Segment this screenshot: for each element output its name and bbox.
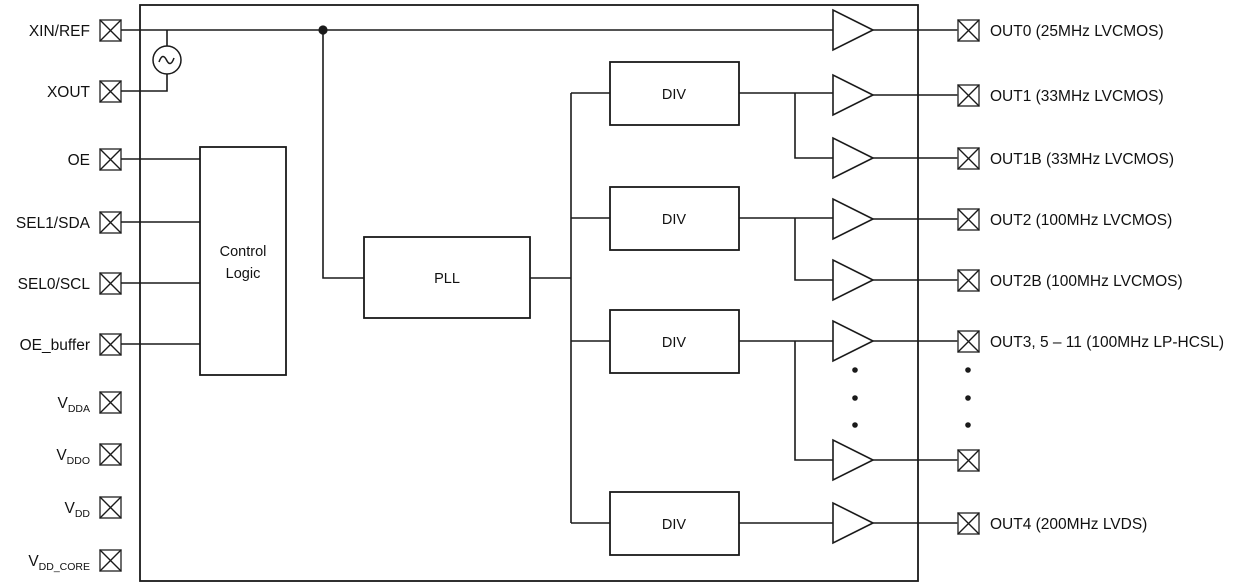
input-label-oe-buffer: OE_buffer [20,337,90,354]
input-pins [99,19,122,572]
wire-div3-branch [794,341,833,461]
input-pin-vdd[interactable] [99,496,122,519]
divider-block-2: DIV [609,186,740,251]
divider-label-1: DIV [662,87,687,103]
pll-output-bus [530,92,610,524]
output-pin-out3[interactable] [957,330,980,353]
input-pin-sel1-sda[interactable] [99,211,122,234]
output-pin-labels: OUT0 (25MHz LVCMOS) OUT1 (33MHz LVCMOS) … [990,23,1224,533]
buffer-out2b [832,258,875,302]
input-label-sel0-scl: SEL0/SCL [18,276,91,293]
output-label-out3: OUT3, 5 – 11 (100MHz LP-HCSL) [990,334,1224,351]
wire-xout [121,74,168,92]
buffer-out3 [832,319,875,363]
control-logic-label-line2: Logic [226,266,261,282]
pll-label: PLL [434,271,460,287]
buffer-out1 [832,73,875,117]
buffer-out11 [832,438,875,482]
divider-block-4: DIV [609,491,740,556]
input-pin-oe[interactable] [99,148,122,171]
input-pin-vdda[interactable] [99,391,122,414]
pll-block: PLL [363,236,531,319]
divider-block-1: DIV [609,61,740,126]
output-pin-out1[interactable] [957,84,980,107]
output-pin-out1b[interactable] [957,147,980,170]
control-logic-label-line1: Control [220,244,267,260]
wire-div1-branch [794,93,833,159]
buffer-ellipsis [852,367,858,428]
output-pin-out0[interactable] [957,19,980,42]
divider-block-3: DIV [609,309,740,374]
input-label-vddo: VDDO [56,447,90,467]
output-wires [873,29,960,524]
buffer-out2 [832,197,875,241]
chip-boundary [139,4,919,582]
input-wires [121,29,833,345]
output-pin-out2[interactable] [957,208,980,231]
output-pin-ellipsis [965,367,971,428]
divider-blocks: DIV DIV DIV DIV [609,61,740,556]
output-buffers [832,8,875,545]
divider-label-3: DIV [662,335,687,351]
buffer-out1b [832,136,875,180]
input-pin-sel0-scl[interactable] [99,272,122,295]
divider-label-2: DIV [662,212,687,228]
input-label-sel1-sda: SEL1/SDA [16,215,91,232]
input-label-xin-ref: XIN/REF [29,23,90,40]
control-logic-block: Control Logic [199,146,287,376]
input-pin-oe-buffer[interactable] [99,333,122,356]
output-pin-out11[interactable] [957,449,980,472]
output-label-out1b: OUT1B (33MHz LVCMOS) [990,151,1174,168]
output-label-out4: OUT4 (200MHz LVDS) [990,516,1147,533]
output-label-out0: OUT0 (25MHz LVCMOS) [990,23,1164,40]
input-pin-vddo[interactable] [99,443,122,466]
crystal-oscillator [152,45,182,75]
input-label-vdd-core: VDD_CORE [28,553,90,573]
input-label-vdd: VDD [64,500,90,520]
output-pins [957,19,980,535]
input-pin-vdd-core[interactable] [99,549,122,572]
input-pin-labels: XIN/REF XOUT OE SEL1/SDA SEL0/SCL OE_buf… [16,23,91,573]
output-label-out2: OUT2 (100MHz LVCMOS) [990,212,1172,229]
buffer-out0 [832,8,875,52]
output-label-out1: OUT1 (33MHz LVCMOS) [990,88,1164,105]
input-label-vdda: VDDA [57,395,90,415]
output-pin-out2b[interactable] [957,269,980,292]
wire-div2-branch [794,218,833,281]
output-label-out2b: OUT2B (100MHz LVCMOS) [990,273,1183,290]
input-label-oe: OE [68,152,90,169]
output-pin-out4[interactable] [957,512,980,535]
wire-xin-to-pll [322,30,364,279]
input-pin-xout[interactable] [99,80,122,103]
divider-output-wires [739,92,833,524]
buffer-out4 [832,501,875,545]
input-pin-xin-ref[interactable] [99,19,122,42]
divider-label-4: DIV [662,517,687,533]
input-label-xout: XOUT [47,84,91,101]
junction-dot-xin [318,25,328,35]
